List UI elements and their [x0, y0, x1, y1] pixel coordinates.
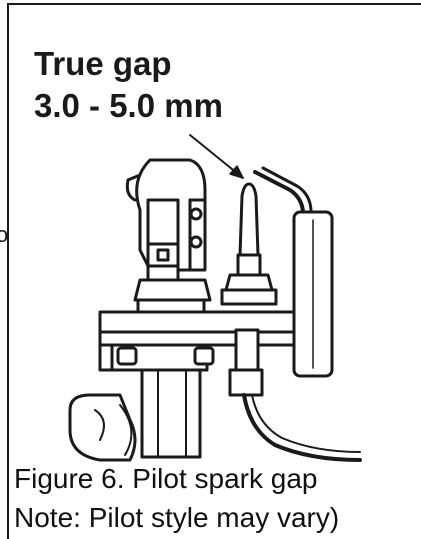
electrode-stem — [220, 182, 278, 306]
leader-arrow — [189, 134, 244, 179]
igniter-rod — [253, 166, 334, 378]
gas-tube — [68, 393, 137, 462]
frame-border-top — [7, 3, 421, 5]
figure-caption: Figure 6. Pilot spark gap — [14, 463, 318, 494]
frame-border-left — [7, 3, 9, 539]
mounting-bracket — [98, 310, 314, 397]
figure-note: Note: Pilot style may vary) — [14, 502, 340, 533]
gap-label-title: True gap — [34, 45, 172, 82]
lead-wire — [242, 393, 362, 462]
thermocouple-body — [125, 158, 212, 314]
gap-label-range: 3.0 - 5.0 mm — [34, 87, 223, 124]
stray-mark: o — [0, 222, 9, 247]
